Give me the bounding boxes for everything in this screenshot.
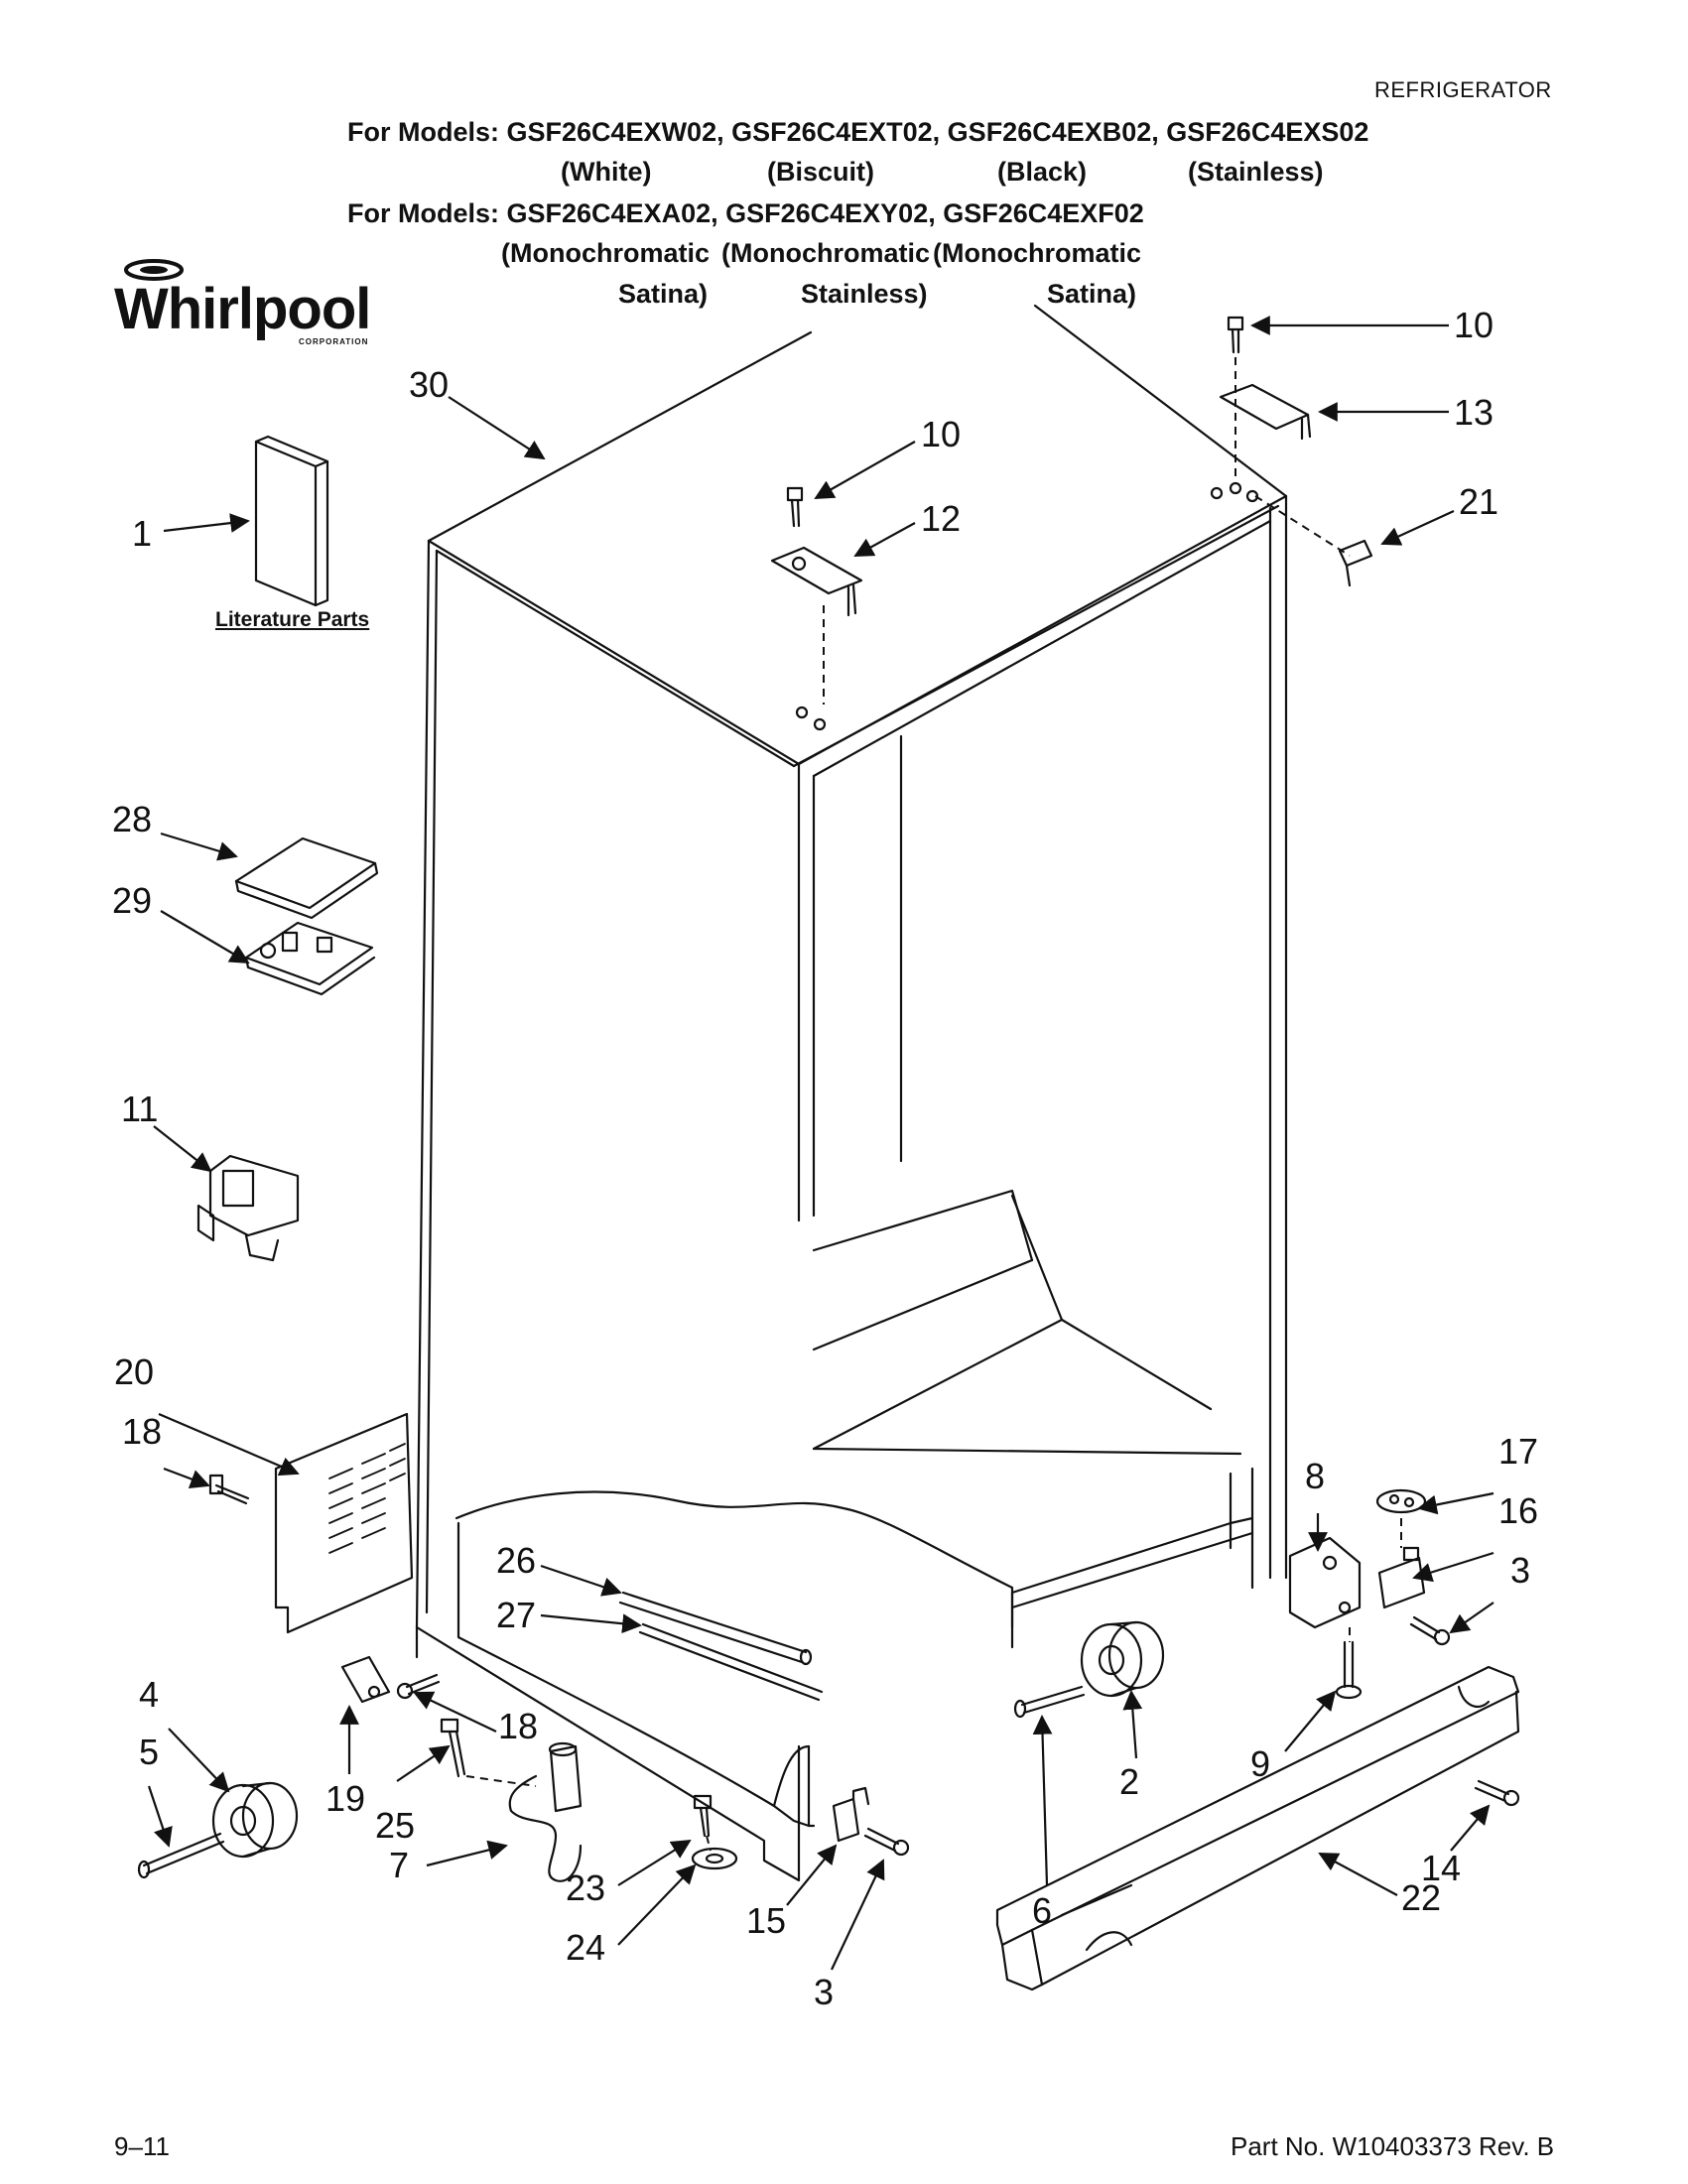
hinge-hole-markers [1210, 481, 1259, 503]
callout-23: 23 [566, 1867, 606, 1908]
whirlpool-logo: Whirlpool CORPORATION [114, 256, 372, 355]
callout-4: 4 [139, 1674, 160, 1715]
category-label: REFRIGERATOR [1374, 77, 1552, 102]
screw-23 [693, 1794, 713, 1838]
callout-22: 22 [1401, 1877, 1442, 1918]
screw-25 [440, 1718, 466, 1778]
control-board [244, 921, 376, 996]
callout-16: 16 [1498, 1490, 1539, 1531]
callout-3-upper: 3 [1510, 1550, 1531, 1591]
callout-28: 28 [112, 799, 153, 839]
axle-pin-left [137, 1832, 225, 1879]
callout-7: 7 [389, 1845, 410, 1885]
hinge-16 [1377, 1546, 1426, 1609]
color-white: (White) [561, 157, 652, 187]
callout-30: 30 [409, 364, 450, 405]
plug-21 [1338, 539, 1373, 587]
callout-20: 20 [114, 1351, 155, 1392]
callout-3-lower: 3 [814, 1972, 835, 2012]
color-biscuit: (Biscuit) [767, 157, 874, 187]
color-black: (Black) [997, 157, 1088, 187]
callout-24: 24 [566, 1927, 606, 1968]
callout-26: 26 [496, 1540, 537, 1581]
color-stainless-2: Stainless) [801, 279, 928, 309]
roller-wheel-left [211, 1781, 299, 1859]
models-line-1: For Models: GSF26C4EXW02, GSF26C4EXT02, … [347, 117, 1369, 147]
callout-18-left: 18 [122, 1411, 163, 1452]
tube-27 [638, 1622, 824, 1702]
logo-swirl-icon [124, 259, 184, 281]
clip-bracket [340, 1655, 391, 1704]
page-number: 9–11 [114, 2131, 170, 2161]
callout-8: 8 [1305, 1456, 1326, 1496]
tube-26 [618, 1591, 813, 1666]
screw-10-top-right [1227, 316, 1244, 354]
color-satina-1: Satina) [618, 279, 709, 309]
callout-21: 21 [1459, 481, 1499, 522]
callout-14: 14 [1421, 1848, 1462, 1888]
control-cover [234, 836, 379, 920]
color-mono-1: (Monochromatic [501, 238, 711, 268]
hinge-pin-9 [1335, 1640, 1363, 1700]
screw-10-top-center [786, 486, 804, 528]
callout-29: 29 [112, 880, 153, 921]
hinge-12 [770, 546, 863, 617]
color-satina-2: Satina) [1047, 279, 1137, 309]
callout-13: 13 [1454, 392, 1494, 433]
literature-parts-label: Literature Parts [215, 608, 370, 631]
part-number: Part No. W10403373 Rev. B [1231, 2131, 1555, 2161]
leader-arrows [147, 316, 1494, 1971]
callout-27: 27 [496, 1595, 537, 1635]
roller-wheel-right [1080, 1620, 1165, 1698]
callout-15: 15 [746, 1900, 787, 1941]
drain-tube [508, 1741, 583, 1882]
washer-24 [691, 1847, 738, 1870]
screw-3-upper [1409, 1615, 1451, 1646]
alignment-lines [465, 357, 1402, 1852]
rear-access-panel [274, 1412, 414, 1634]
washer-17 [1375, 1488, 1427, 1514]
callout-19: 19 [325, 1778, 366, 1819]
color-mono-3: (Monochromatic [933, 238, 1142, 268]
color-mono-2: (Monochromatic [721, 238, 931, 268]
hinge-bracket-8 [1288, 1536, 1362, 1629]
callout-2: 2 [1119, 1761, 1140, 1802]
callout-18-middle: 18 [498, 1706, 539, 1746]
water-valve [196, 1154, 300, 1262]
callout-5: 5 [139, 1732, 160, 1772]
callout-12: 12 [921, 498, 962, 539]
axle-pin-right [1013, 1685, 1086, 1719]
models-line-2: For Models: GSF26C4EXA02, GSF26C4EXY02, … [347, 198, 1144, 228]
base-grille [995, 1665, 1520, 1991]
hinge-hole-markers-center [795, 706, 827, 731]
callout-6: 6 [1032, 1890, 1053, 1931]
callout-25: 25 [375, 1805, 416, 1846]
bracket-15 [832, 1786, 870, 1843]
callout-10-top-right: 10 [1454, 305, 1494, 345]
callout-1: 1 [132, 513, 153, 554]
screw-3-lower [863, 1827, 910, 1857]
hinge-13 [1219, 383, 1312, 441]
screw-18-left [208, 1474, 250, 1505]
color-stainless: (Stainless) [1188, 157, 1324, 187]
callout-11: 11 [121, 1089, 159, 1129]
callout-10-center: 10 [921, 414, 962, 454]
callout-17: 17 [1498, 1431, 1539, 1472]
cabinet-shell [415, 304, 1288, 1882]
logo-brand: Whirlpool [114, 277, 371, 341]
screw-14 [1474, 1779, 1520, 1807]
logo-sub: CORPORATION [299, 337, 369, 346]
literature-book [254, 435, 329, 607]
callout-9: 9 [1250, 1743, 1271, 1784]
